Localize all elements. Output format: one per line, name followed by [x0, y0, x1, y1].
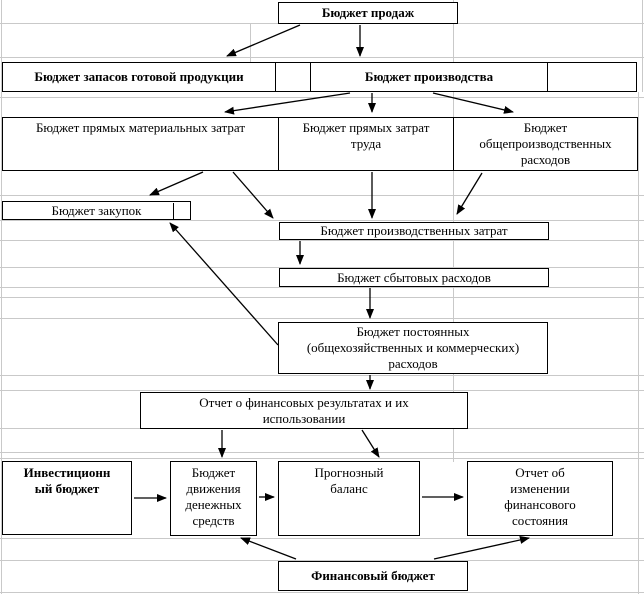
gridline — [0, 390, 644, 391]
gridline — [1, 0, 2, 594]
node-overhead-budget: Бюджет общепроизводственных расходов — [453, 117, 638, 171]
gridline — [0, 592, 644, 593]
gridline — [0, 375, 644, 376]
node-direct-labor-budget: Бюджет прямых затрат труда — [278, 117, 454, 171]
gridline — [0, 458, 644, 459]
node-selling-expenses-budget: Бюджет сбытовых расходов — [279, 268, 549, 287]
table-cell-empty — [275, 62, 311, 92]
table-cell-empty — [547, 62, 637, 92]
node-finished-goods-inventory-budget: Бюджет запасов готовой продукции — [2, 62, 276, 92]
node-production-costs-budget: Бюджет производственных затрат — [279, 222, 549, 240]
gridline — [0, 560, 644, 561]
arrow-materials-to-purchases — [149, 171, 204, 196]
node-production-budget: Бюджет производства — [310, 62, 548, 92]
node-cash-flow-budget: Бюджет движения денежных средств — [170, 461, 257, 536]
node-fixed-expenses-budget: Бюджет постоянных (общехозяйственных и к… — [278, 322, 548, 374]
node-purchases-budget: Бюджет закупок — [2, 201, 191, 220]
gridline — [0, 97, 644, 98]
gridline — [250, 23, 251, 62]
arrow-production-to-overhead — [432, 92, 514, 114]
gridline — [642, 0, 643, 92]
gridline — [0, 452, 644, 453]
gridline — [0, 195, 644, 196]
gridline — [0, 240, 644, 241]
gridline — [0, 538, 644, 539]
node-financial-budget: Финансовый бюджет — [278, 561, 468, 591]
arrow-fixed-expenses-to-purchases — [169, 222, 279, 346]
arrow-financial-to-cash-flow — [240, 537, 297, 560]
node-investment-budget: Инвестиционн ый бюджет — [2, 461, 132, 535]
node-financial-state-changes-report: Отчет об изменении финансового состояния — [467, 461, 613, 536]
gridline — [0, 220, 644, 221]
arrow-production-to-materials — [224, 92, 351, 115]
arrow-financial-to-state-changes — [433, 536, 530, 560]
node-sales-budget: Бюджет продаж — [278, 2, 458, 24]
node-direct-materials-budget: Бюджет прямых материальных затрат — [2, 117, 279, 171]
node-financial-results-report: Отчет о финансовых результатах и их испо… — [140, 392, 468, 429]
arrow-overhead-to-production-costs — [456, 172, 483, 215]
node-forecast-balance: Прогнозный баланс — [278, 461, 420, 536]
gridline — [0, 57, 644, 58]
gridline — [0, 297, 644, 298]
gridline — [638, 92, 639, 594]
gridline — [0, 318, 644, 319]
arrow-sales-to-inventory — [226, 24, 301, 57]
gridline — [0, 287, 644, 288]
cell-divider — [173, 203, 174, 220]
gridline — [0, 267, 644, 268]
